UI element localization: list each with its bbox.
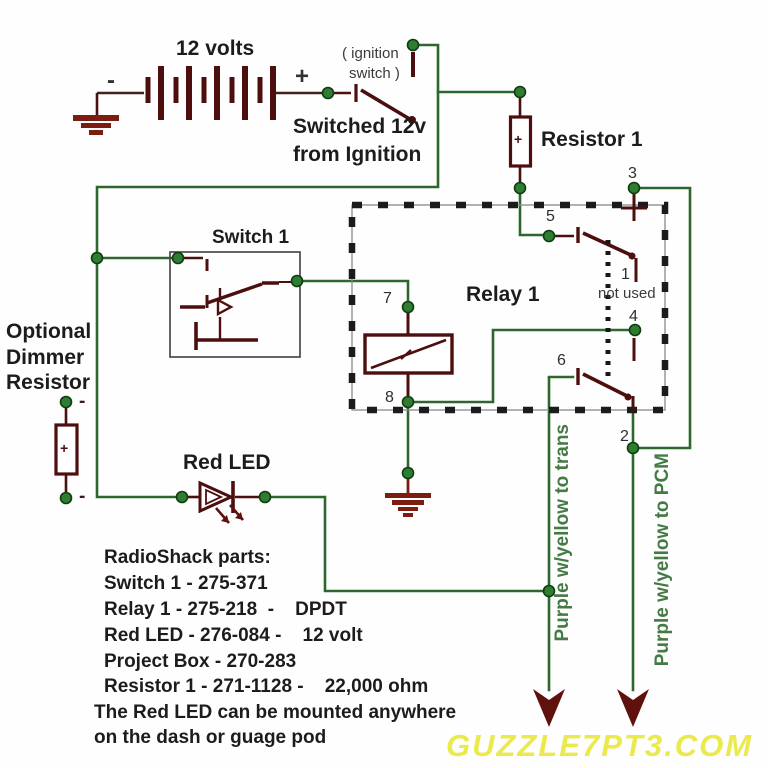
junction-dot — [542, 229, 556, 243]
junction-dot — [90, 251, 104, 265]
dimmer-label-line1: Optional — [6, 320, 92, 343]
switched-12v-label-line2: from Ignition — [293, 143, 422, 166]
junction-dot — [401, 300, 415, 314]
relay-pin3-label: 3 — [628, 165, 637, 182]
relay-contact-lower — [576, 368, 635, 412]
wire-switch1-to-pin7 — [300, 279, 410, 304]
dimmer-plus-mark: + — [60, 440, 69, 456]
resistor1-plus-mark: + — [514, 131, 523, 147]
arrow-trans-icon — [533, 689, 565, 727]
resistor1-label: Resistor 1 — [541, 128, 643, 151]
junction-dot — [406, 38, 420, 52]
relay-pin2-label: 2 — [620, 428, 629, 445]
relay-coil-icon — [363, 312, 454, 399]
parts-list-line: RadioShack parts: — [104, 547, 271, 568]
junction-dot — [171, 251, 185, 265]
junction-dot — [175, 490, 189, 504]
wire-trans-label: Purple w/yellow to trans — [552, 424, 573, 642]
switch1-label: Switch 1 — [212, 227, 290, 248]
junction-dot — [290, 274, 304, 288]
wire-pin8-to-pin4 — [411, 328, 633, 404]
parts-list-line: Switch 1 - 275-371 — [104, 573, 268, 594]
battery-minus-label: - — [107, 67, 115, 94]
dimmer-minus-top: - — [79, 391, 86, 412]
parts-list-line: on the dash or guage pod — [94, 727, 327, 748]
relay-pin1-label: 1 — [621, 266, 630, 283]
battery-plus-label: + — [295, 63, 310, 90]
switch1-icon — [180, 256, 292, 350]
relay-pin3-contact — [621, 193, 647, 221]
ground-icon — [73, 93, 119, 135]
switch1-box — [169, 251, 301, 358]
relay-pin7-label: 7 — [383, 290, 392, 307]
parts-list-line: Red LED - 276-084 - 12 volt — [104, 625, 363, 646]
ignition-note-line1: ( ignition — [342, 45, 399, 62]
arrow-pcm-icon — [617, 689, 649, 727]
junction-dot — [59, 395, 73, 409]
junction-dot — [401, 466, 415, 480]
switched-12v-label-line1: Switched 12v — [293, 115, 427, 138]
resistor1-icon — [508, 98, 533, 183]
junction-dot — [401, 395, 415, 409]
relay-contact-upper — [555, 227, 638, 282]
wire-pin3-to-pin2 — [636, 186, 692, 450]
relay-box — [348, 201, 669, 414]
parts-list-line: The Red LED can be mounted anywhere — [94, 702, 457, 723]
parts-list-line: Relay 1 - 275-218 - DPDT — [104, 599, 347, 620]
relay-pin4-label: 4 — [629, 308, 638, 325]
junction-dot — [321, 86, 335, 100]
junction-dot — [513, 85, 527, 99]
junction-dot — [513, 181, 527, 195]
wires — [95, 43, 692, 692]
relay-pin6-label: 6 — [557, 352, 566, 369]
junction-dot — [258, 490, 272, 504]
relay-not-used-label: not used — [598, 285, 656, 302]
junction-dot — [628, 323, 642, 337]
dimmer-label-line2: Dimmer — [6, 346, 85, 369]
parts-list-line: Project Box - 270-283 — [104, 651, 297, 672]
watermark-text: GUZZLE7PT3.COM — [446, 728, 754, 763]
led-icon — [187, 480, 260, 524]
wire-resistor-to-pin5 — [518, 191, 546, 237]
dimmer-minus-bottom: - — [79, 486, 86, 507]
junction-dot — [542, 584, 556, 598]
wire-switched-rail — [95, 43, 440, 499]
ground-icon — [385, 478, 431, 517]
junction-dot — [627, 181, 641, 195]
red-led-label: Red LED — [183, 451, 271, 474]
relay-pin8-label: 8 — [385, 389, 394, 406]
wire-pcm-label: Purple w/yellow to PCM — [652, 453, 673, 667]
wire-led-to-trans — [268, 495, 547, 593]
battery-symbol — [97, 66, 322, 120]
ignition-note-line2: switch ) — [349, 65, 400, 82]
dimmer-resistor-icon — [54, 408, 79, 492]
relay1-label: Relay 1 — [466, 283, 540, 306]
parts-list-line: Resistor 1 - 271-1128 - 22,000 ohm — [104, 676, 429, 697]
junction-dot — [59, 491, 73, 505]
dimmer-label-line3: Resistor — [6, 371, 91, 394]
junction-dot — [626, 441, 640, 455]
junction-dots — [59, 38, 642, 598]
ignition-switch-icon — [334, 52, 416, 124]
battery-label: 12 volts — [176, 37, 255, 60]
relay-pin5-label: 5 — [546, 208, 555, 225]
